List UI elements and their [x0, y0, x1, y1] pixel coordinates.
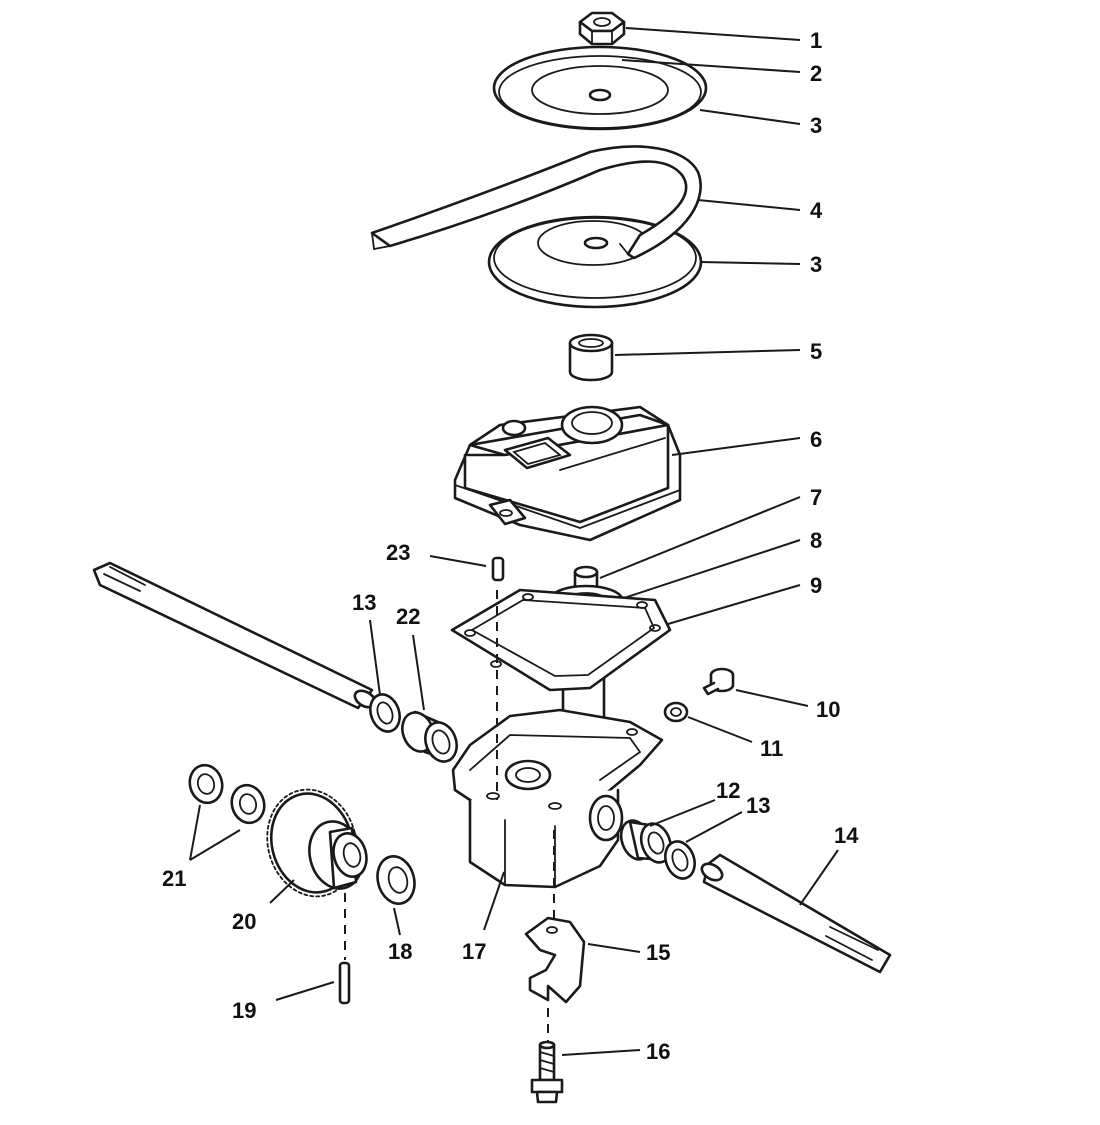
- part-spacer: [568, 333, 614, 382]
- part-gear-housing: [451, 708, 664, 889]
- callout-13-right: 13: [746, 793, 770, 818]
- part-bushing-12: [619, 819, 673, 864]
- callout-13-left: 13: [352, 590, 376, 615]
- callout-18: 18: [388, 939, 412, 964]
- part-washer-18: [376, 855, 416, 905]
- callout-12: 12: [716, 778, 740, 803]
- part-shoulder-screw: [530, 1040, 564, 1104]
- callout-17: 17: [462, 939, 486, 964]
- callout-5: 5: [810, 339, 822, 364]
- part-washer-11: [663, 701, 689, 723]
- callouts: 1 2 3 4 3 5 6 7 8 9 10 11 12 13 13 14 15…: [162, 28, 859, 1064]
- callout-23: 23: [386, 540, 410, 565]
- callout-4: 4: [810, 198, 823, 223]
- callout-16: 16: [646, 1039, 670, 1064]
- part-roll-pin-23: [491, 556, 505, 582]
- callout-10: 10: [816, 697, 840, 722]
- part-axle-shaft-left: [92, 561, 377, 710]
- callout-22: 22: [396, 604, 420, 629]
- part-screw-10: [702, 667, 735, 696]
- callout-7: 7: [810, 485, 822, 510]
- part-shift-bracket: [524, 916, 586, 1004]
- callout-8: 8: [810, 528, 822, 553]
- callout-15: 15: [646, 940, 670, 965]
- part-dished-washer-upper: [492, 45, 708, 131]
- callout-20: 20: [232, 909, 256, 934]
- callout-2: 2: [810, 61, 822, 86]
- callout-3-upper: 3: [810, 113, 822, 138]
- part-seal-left: [369, 693, 401, 733]
- part-bushing-22: [401, 710, 458, 763]
- part-spiral-blade: [370, 145, 702, 266]
- leader-lines: [189, 27, 839, 1056]
- centerlines: [344, 590, 555, 1042]
- callout-9: 9: [810, 573, 822, 598]
- part-axle-shaft-right: [700, 853, 892, 974]
- callout-11: 11: [760, 736, 783, 761]
- part-gasket: [450, 588, 672, 692]
- callout-19: 19: [232, 998, 256, 1023]
- part-hex-nut: [578, 11, 626, 46]
- part-seal-right: [664, 840, 696, 880]
- callout-21: 21: [162, 866, 186, 891]
- callout-3-lower: 3: [810, 252, 822, 277]
- part-drive-gear: [266, 788, 368, 898]
- callout-1: 1: [810, 28, 822, 53]
- part-thrust-washers: [188, 763, 266, 825]
- part-housing-cover: [453, 405, 682, 542]
- callout-6: 6: [810, 427, 822, 452]
- callout-14: 14: [834, 823, 859, 848]
- part-roll-pin-19: [338, 961, 351, 1005]
